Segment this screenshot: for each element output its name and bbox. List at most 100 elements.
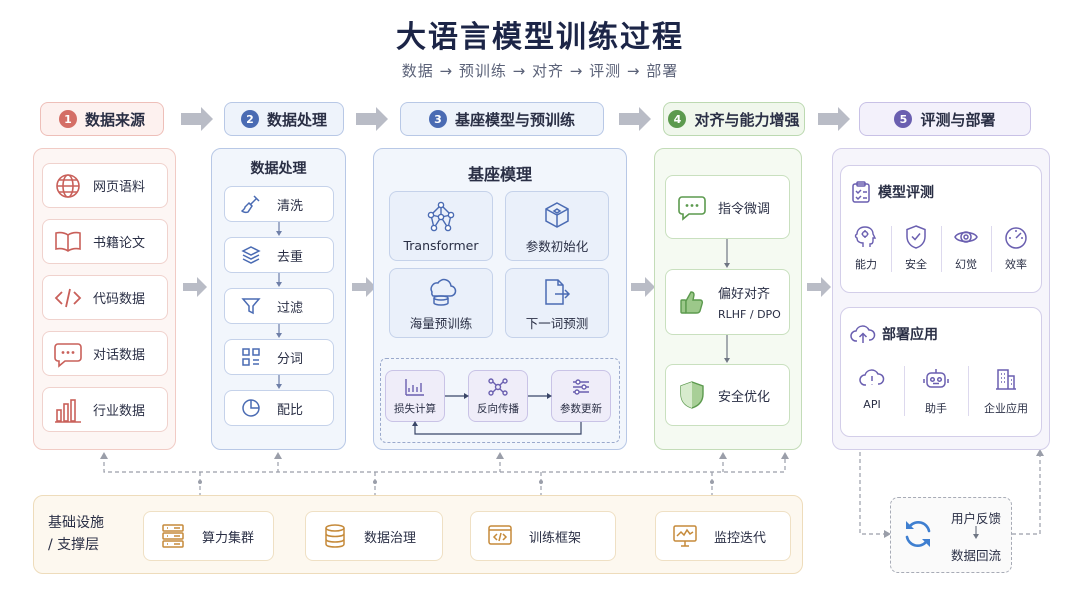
deployment-item-label: 助手 [925, 402, 947, 415]
brain-icon [853, 224, 879, 250]
stage-label: 基座模型与预训练 [454, 110, 575, 129]
alignment-step: 偏好对齐 RLHF / DPO [665, 269, 790, 335]
deployment-header: 部署应用 [850, 322, 938, 346]
document-arrow-icon [541, 275, 573, 309]
server-icon [144, 522, 202, 550]
source-card: 对话数据 [42, 331, 168, 376]
step-arrow-icon [276, 324, 282, 338]
processing-step-label: 过滤 [277, 300, 304, 316]
stage-number-badge: 1 [58, 110, 77, 128]
step-arrow-icon [724, 335, 730, 363]
flow-arrow-icon [181, 107, 213, 131]
gauge-icon [1003, 224, 1029, 250]
evaluation-title: 模型评测 [878, 185, 934, 201]
deployment-item: API [846, 366, 898, 411]
processing-step: 分词 [224, 339, 334, 375]
training-loop-box [380, 358, 620, 443]
sliders-icon [570, 377, 592, 397]
processing-step: 去重 [224, 237, 334, 273]
stage-header-eval-deploy: 5 评测与部署 [859, 102, 1031, 136]
flow-arrow-icon [631, 277, 655, 297]
divider [891, 226, 892, 272]
evaluation-item: 效率 [996, 224, 1036, 272]
cloud-database-icon [423, 275, 459, 309]
stage-label: 评测与部署 [920, 110, 996, 129]
alignment-step: 安全优化 [665, 364, 790, 426]
infrastructure-item: 数据治理 [305, 511, 443, 561]
processing-step-label: 分词 [277, 351, 304, 367]
refresh-icon [900, 516, 936, 552]
base-model-card-label: 下一词预测 [525, 315, 589, 331]
pie-chart-icon [225, 397, 277, 419]
base-model-card: 海量预训练 [389, 268, 493, 338]
source-label: 行业数据 [93, 404, 146, 419]
source-card: 书籍论文 [42, 219, 168, 264]
stage-number-badge: 3 [428, 110, 447, 128]
stage-header-data-source: 1 数据来源 [40, 102, 164, 136]
swirl-icon [953, 224, 979, 250]
processing-step-label: 去重 [277, 249, 304, 265]
chat-icon [43, 340, 93, 368]
deployment-item-label: API [863, 398, 881, 411]
alignment-step-sublabel: RLHF / DPO [718, 308, 781, 321]
deployment-item: 助手 [910, 366, 962, 416]
infrastructure-item: 算力集群 [143, 511, 274, 561]
stage-label: 对齐与能力增强 [694, 110, 800, 129]
source-label: 对话数据 [93, 348, 146, 363]
processing-step-label: 配比 [277, 402, 304, 418]
divider [904, 366, 905, 416]
evaluation-item-label: 效率 [1005, 258, 1027, 271]
flow-arrow-icon [356, 107, 388, 131]
alignment-step-label: 安全优化 [718, 389, 771, 405]
flow-arrow-icon [183, 277, 207, 297]
code-icon [43, 284, 93, 312]
backprop-network-icon [487, 377, 509, 397]
training-loop-step: 损失计算 [385, 370, 445, 422]
stage-number-badge: 4 [668, 110, 687, 128]
step-arrow-icon [724, 239, 730, 268]
processing-title: 数据处理 [250, 161, 307, 177]
evaluation-item-label: 幻觉 [955, 258, 977, 271]
feedback-connector [859, 452, 888, 535]
clipboard-check-icon [850, 180, 872, 204]
stage-label: 数据处理 [266, 110, 327, 129]
code-window-icon [471, 523, 529, 549]
cube-icon [542, 198, 572, 232]
bar-chart-icon [43, 396, 93, 424]
feedback-box [890, 497, 1012, 573]
monitor-chart-icon [656, 523, 714, 549]
layers-icon [225, 244, 277, 266]
evaluation-item: 能力 [846, 224, 886, 272]
book-icon [43, 228, 93, 256]
broom-icon [225, 193, 277, 215]
step-arrow-icon [276, 222, 282, 236]
base-model-card: 参数初始化 [505, 191, 609, 261]
loss-chart-icon [404, 377, 426, 397]
stage-header-alignment: 4 对齐与能力增强 [663, 102, 805, 136]
divider [991, 226, 992, 272]
infrastructure-label: 算力集群 [202, 530, 255, 546]
flow-arrow-icon [807, 277, 831, 297]
thumbs-up-icon [666, 288, 718, 316]
stage-number-badge: 5 [894, 110, 913, 128]
evaluation-item-label: 安全 [905, 258, 927, 271]
evaluation-item-label: 能力 [855, 258, 877, 271]
base-model-card: Transformer [389, 191, 493, 261]
infrastructure-item: 训练框架 [470, 511, 616, 561]
source-card: 行业数据 [42, 387, 168, 432]
alignment-step-label: 指令微调 [718, 201, 771, 217]
deployment-title: 部署应用 [882, 327, 938, 343]
base-model-title: 基座模理 [467, 165, 532, 184]
alignment-step-label: 偏好对齐 [718, 287, 771, 302]
cloud-upload-icon [850, 322, 876, 346]
flow-arrow-icon [619, 107, 651, 131]
evaluation-item: 安全 [896, 224, 936, 272]
source-label: 代码数据 [93, 292, 146, 307]
neural-network-icon [423, 200, 459, 234]
source-card: 网页语料 [42, 163, 168, 208]
alignment-step: 指令微调 [665, 175, 790, 239]
cloud-alert-icon [858, 366, 886, 390]
infrastructure-title-line2: / 支撑层 [48, 537, 100, 553]
divider [968, 366, 969, 416]
processing-step: 配比 [224, 390, 334, 426]
